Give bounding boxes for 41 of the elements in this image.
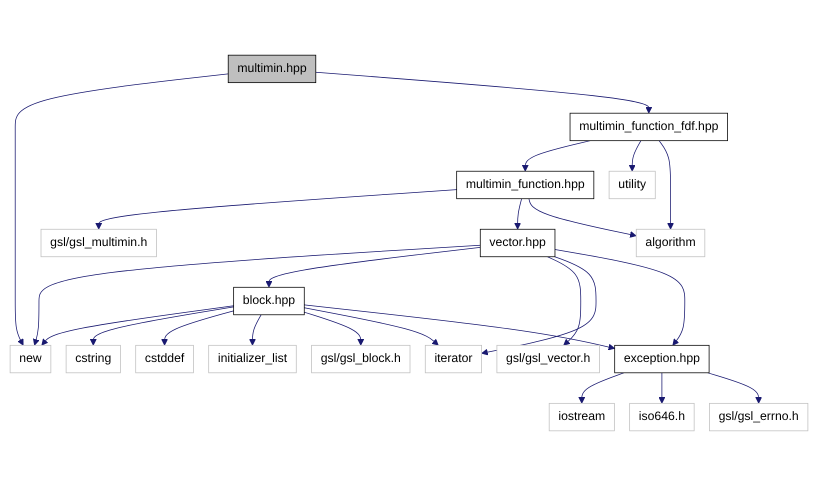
arrow xyxy=(547,256,582,346)
arrow xyxy=(304,306,439,346)
node-box: cstring xyxy=(66,344,121,373)
node-box: block.hpp xyxy=(233,286,305,315)
arrow xyxy=(266,246,481,288)
node-box: gsl/gsl_block.h xyxy=(311,344,410,373)
node-box: multimin_function_fdf.hpp xyxy=(570,112,728,141)
node-box: iso646.h xyxy=(629,402,695,431)
arrow xyxy=(249,314,262,346)
node-box: exception.hpp xyxy=(614,344,710,373)
arrow xyxy=(304,311,364,346)
arrow xyxy=(41,304,234,346)
arrow xyxy=(304,304,615,350)
node-box: iterator xyxy=(424,344,482,373)
node-box: new xyxy=(10,344,52,373)
node-box: gsl/gsl_multimin.h xyxy=(40,228,157,257)
node-box: multimin_function.hpp xyxy=(456,170,594,199)
arrow xyxy=(522,140,591,172)
node-box: cstddef xyxy=(135,344,194,373)
arrow xyxy=(628,140,642,172)
arrow xyxy=(32,244,481,346)
arrow xyxy=(514,198,522,230)
node-box: utility xyxy=(608,170,656,199)
node-box: algorithm xyxy=(636,228,706,257)
arrow xyxy=(315,71,652,113)
arrow xyxy=(14,72,229,346)
arrow xyxy=(95,188,458,230)
arrow xyxy=(707,372,762,404)
arrow xyxy=(658,372,666,404)
node-box: multimin.hpp xyxy=(228,54,316,83)
arrow xyxy=(161,310,234,346)
node-box: gsl/gsl_errno.h xyxy=(709,402,808,431)
node-box: iostream xyxy=(548,402,615,431)
node-box: gsl/gsl_vector.h xyxy=(496,344,600,373)
arrow xyxy=(554,248,686,346)
arrow xyxy=(90,306,234,346)
arrow xyxy=(578,372,624,404)
node-box: initializer_list xyxy=(208,344,297,373)
arrow xyxy=(658,140,674,230)
node-box: vector.hpp xyxy=(480,228,556,257)
arrow xyxy=(528,198,637,238)
